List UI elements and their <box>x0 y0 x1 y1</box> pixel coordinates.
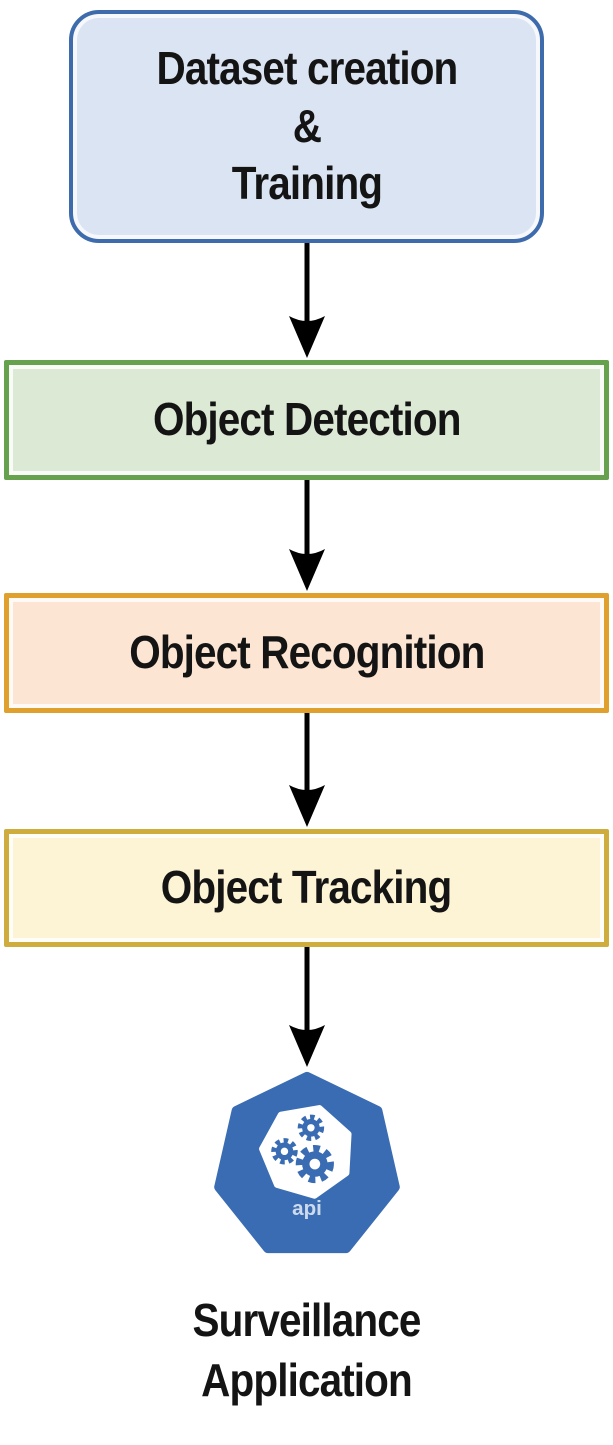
gear-icon <box>273 1141 294 1162</box>
node-object-tracking-label: Object Tracking <box>161 861 452 914</box>
node-dataset-training: Dataset creation & Training <box>69 10 544 243</box>
node-dataset-training-label: Dataset creation & Training <box>156 42 458 210</box>
node-object-detection: Object Detection <box>4 360 609 480</box>
diagram-caption: Surveillance Application <box>192 1294 422 1406</box>
node-object-detection-label: Object Detection <box>152 393 461 446</box>
flow-arrow-3 <box>288 713 325 827</box>
icon-api-label: api <box>292 1197 322 1220</box>
node-object-tracking: Object Tracking <box>4 829 609 947</box>
gear-icon <box>300 1117 321 1138</box>
flow-arrow-2 <box>288 480 325 591</box>
node-object-recognition: Object Recognition <box>4 593 609 713</box>
kubernetes-api-icon: api <box>213 1071 400 1254</box>
node-object-recognition-label: Object Recognition <box>128 626 485 679</box>
gear-icon <box>299 1149 330 1180</box>
flow-arrow-1 <box>288 243 325 358</box>
flow-arrow-4 <box>288 947 325 1067</box>
